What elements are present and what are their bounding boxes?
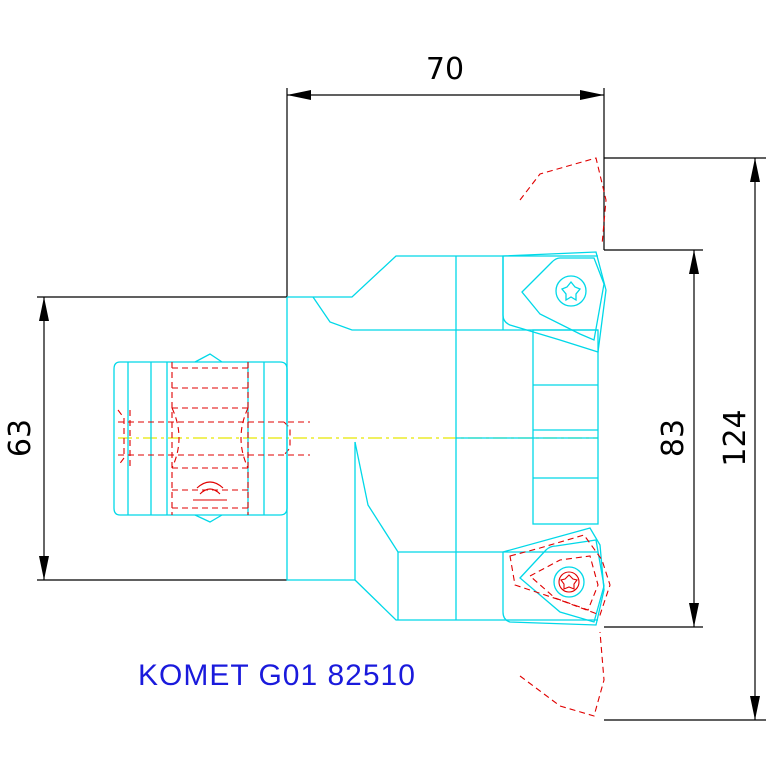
insert-hidden-lines: [509, 157, 611, 717]
tool-body: [286, 255, 599, 621]
dimension-top-70: [286, 88, 605, 297]
dimension-label-63: 63: [3, 419, 38, 457]
shank-hidden-lines: [117, 362, 310, 515]
dimension-left-63: [37, 296, 287, 581]
dimension-right-124: [604, 157, 766, 721]
dimension-label-124: 124: [718, 409, 753, 466]
top-insert: [502, 251, 607, 353]
dimension-label-70: 70: [426, 52, 464, 87]
part-label: KOMET G01 82510: [138, 659, 416, 692]
bottom-insert: [502, 527, 605, 626]
dimension-right-83: [604, 249, 703, 628]
dimension-label-83: 83: [656, 419, 691, 457]
